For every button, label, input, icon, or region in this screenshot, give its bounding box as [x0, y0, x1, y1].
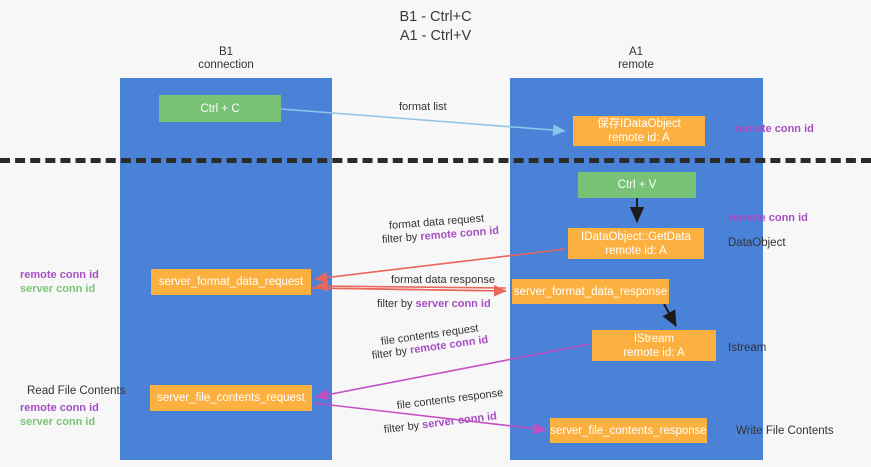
- note-server-conn-id-left-lower: server conn id: [20, 416, 96, 428]
- note-remote-conn-id-left-upper: remote conn id: [20, 269, 99, 281]
- filter-prefix: filter by: [377, 298, 416, 310]
- filter-emphasis: server conn id: [415, 298, 491, 310]
- edge-label-format-data-response-filter: filter by server conn id: [377, 297, 491, 312]
- edge-label-format-data-response: format data response: [391, 274, 495, 286]
- node-ctrl-v[interactable]: Ctrl + V: [578, 172, 696, 198]
- node-server-format-data-request[interactable]: server_format_data_request: [151, 269, 311, 295]
- phase-divider: [0, 158, 871, 163]
- column-header-b1: B1 connection: [198, 46, 254, 71]
- node-istream[interactable]: IStream remote id: A: [592, 330, 716, 361]
- node-server-file-contents-request[interactable]: server_file_contents_request: [150, 385, 312, 411]
- filter-prefix: filter by: [383, 419, 423, 436]
- side-label-write-file-contents: Write File Contents: [736, 425, 834, 437]
- note-server-conn-id-left-upper: server conn id: [20, 283, 96, 295]
- diagram-title: B1 - Ctrl+C A1 - Ctrl+V: [399, 9, 472, 44]
- note-conn-ids-left-lower: remote conn id server conn id: [20, 401, 99, 429]
- side-label-istream: Istream: [728, 342, 767, 354]
- node-ctrl-c[interactable]: Ctrl + C: [159, 95, 281, 122]
- side-label-dataobject: DataObject: [728, 237, 786, 249]
- filter-emphasis: server conn id: [421, 410, 498, 432]
- note-remote-conn-id-top: remote conn id: [735, 123, 814, 135]
- side-label-read-file-contents: Read File Contents: [27, 385, 126, 397]
- edge-label-format-list: format list: [399, 101, 447, 113]
- note-remote-conn-id-left-lower: remote conn id: [20, 402, 99, 414]
- node-idataobject-getdata[interactable]: IDataObject::GetData remote id: A: [568, 228, 704, 259]
- note-remote-conn-id-mid: remote conn id: [729, 212, 808, 224]
- node-server-file-contents-response[interactable]: server_file_contents_response: [550, 418, 707, 443]
- note-conn-ids-left-upper: remote conn id server conn id: [20, 268, 99, 296]
- column-header-a1: A1 remote: [618, 46, 654, 71]
- edge-format-data-response-out: [311, 287, 507, 292]
- node-idataobject[interactable]: 保存IDataObject remote id: A: [573, 116, 705, 146]
- node-server-format-data-response[interactable]: server_format_data_response: [512, 279, 669, 304]
- filter-prefix: filter by: [381, 230, 421, 246]
- filter-prefix: filter by: [371, 344, 411, 362]
